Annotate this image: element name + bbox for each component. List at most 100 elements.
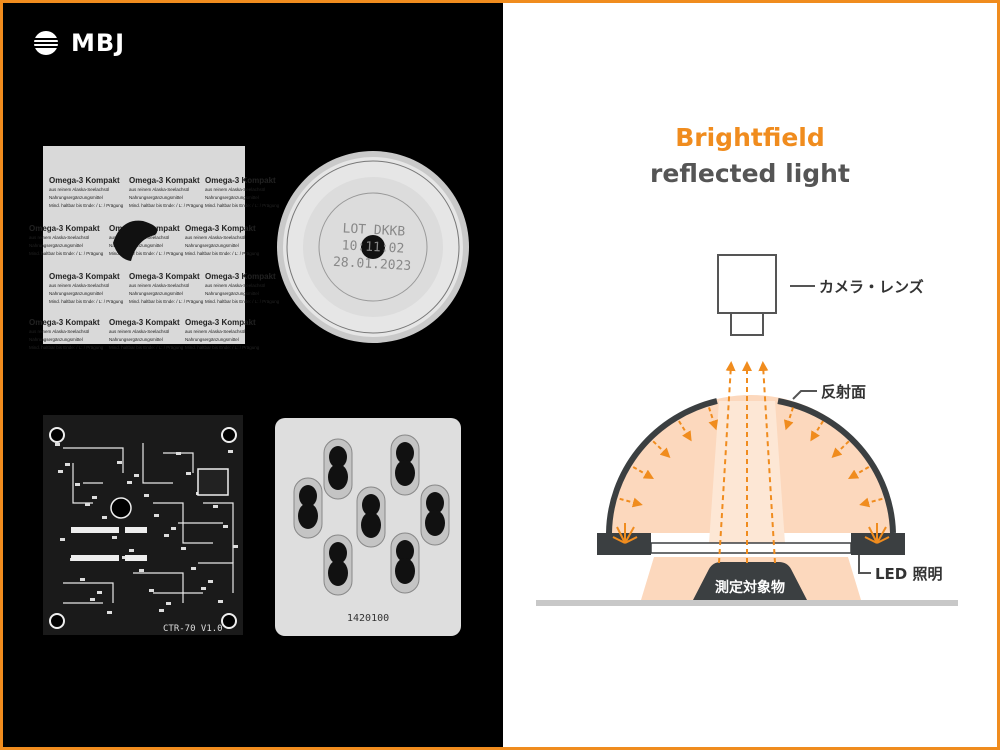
label-sheet-text: aus reinem Alaska-Seelachsöl: [205, 187, 265, 192]
dome-ray: [859, 497, 883, 508]
label-sheet-text: Omega-3 Kompakt: [185, 318, 256, 327]
label-sheet-text: Nahrungsergänzungsmittel: [29, 243, 83, 248]
pcb-pad: [65, 463, 70, 466]
label-sheet-text: Omega-3 Kompakt: [29, 224, 100, 233]
capsule: [395, 558, 415, 584]
label-sheet-text: Nahrungsergänzungsmittel: [129, 195, 183, 200]
capsule: [396, 540, 414, 562]
pcb-pad: [112, 536, 117, 539]
pcb-pad: [171, 527, 176, 530]
reflected-rays: [718, 361, 776, 564]
pcb-pad: [218, 600, 223, 603]
pcb-pad: [164, 534, 169, 537]
label-sheet-text: Omega-3 Kompakt: [185, 224, 256, 233]
can-lot-text: LOT DKKB: [342, 221, 405, 239]
capsule: [329, 542, 347, 564]
label-sheet-text: aus reinem Alaska-Seelachsöl: [29, 235, 89, 240]
led-block-right: [851, 533, 905, 555]
pcb-trace: [163, 452, 194, 473]
pcb-trace: [63, 582, 114, 603]
label-sheet-text: Omega-3 Kompakt: [49, 176, 120, 185]
dome-ray: [783, 407, 794, 431]
mbj-logo: MBJ: [33, 29, 125, 57]
pcb-trace: [198, 562, 234, 593]
label-sheet-text: aus reinem Alaska-Seelachsöl: [49, 283, 109, 288]
label-sheet-text: Omega-3 Kompakt: [29, 318, 100, 327]
pcb-pad: [228, 450, 233, 453]
dome-ray: [831, 440, 850, 458]
pcb-pad: [92, 496, 97, 499]
capsule: [298, 503, 318, 529]
label-sheet-text: Mind. haltbar bis Ende: / L: / Prägung: [29, 251, 104, 256]
measured-object: [693, 562, 807, 600]
photo-label-sheet: Omega-3 Kompakt aus reinem Alaska-Seelach…: [29, 146, 280, 350]
pcb-pad: [122, 556, 127, 559]
pcb-trace: [203, 502, 234, 563]
stage: [536, 600, 958, 606]
pcb-pad: [139, 569, 144, 572]
sample-photo-panel: MBJ Omega-3 Kompakt aus reinem Alaska-See…: [3, 3, 503, 747]
label-sheet-text: aus reinem Alaska-Seelachsöl: [185, 329, 245, 334]
pcb-pad: [117, 461, 122, 464]
led-label: LED 照明: [875, 565, 943, 583]
capsule: [395, 460, 415, 486]
pcb-pad: [233, 545, 238, 548]
pcb-pad: [166, 602, 171, 605]
pcb-pad: [208, 580, 213, 583]
label-sheet-text: Nahrungsergänzungsmittel: [49, 195, 103, 200]
label-sheet-text: Mind. haltbar bis Ende: / L: / Prägung: [109, 251, 184, 256]
camera-body: [717, 254, 777, 314]
pcb-pad: [134, 474, 139, 477]
dome-shell-right: [777, 398, 896, 534]
label-sheet-text: Mind. haltbar bis Ende: / L: / Prägung: [49, 203, 124, 208]
logo-text: MBJ: [71, 29, 126, 57]
camera-label: カメラ・レンズ: [819, 278, 924, 296]
label-sheet-text: aus reinem Alaska-Seelachsöl: [129, 283, 189, 288]
dome-ray: [652, 440, 671, 458]
capsule: [362, 494, 380, 516]
capsule: [361, 512, 381, 538]
label-sheet-text: Mind. haltbar bis Ende: / L: / Prägung: [185, 345, 260, 350]
label-sheet-text: Nahrungsergänzungsmittel: [185, 337, 239, 342]
label-sheet-text: Mind. haltbar bis Ende: / L: / Prägung: [205, 299, 280, 304]
reflector-leader-line: [792, 390, 817, 400]
label-sheet-text: aus reinem Alaska-Seelachsöl: [129, 187, 189, 192]
led-emission-right: [864, 523, 890, 544]
dome-ray: [847, 466, 870, 480]
pcb-pad: [90, 598, 95, 601]
can-time-text: 10:11:02: [341, 238, 404, 256]
label-sheet-text: Mind. haltbar bis Ende: / L: / Prägung: [129, 203, 204, 208]
photo-can-lid: LOT DKKB 10:11:02 28.01.2023: [277, 151, 469, 343]
pcb-pad: [85, 503, 90, 506]
pcb-pad: [149, 589, 154, 592]
pcb-pad: [97, 591, 102, 594]
label-sheet-text: aus reinem Alaska-Seelachsöl: [29, 329, 89, 334]
diffuser-plate: [650, 542, 852, 554]
led-leader-line: [858, 555, 871, 574]
capsule: [328, 464, 348, 490]
label-sheet-text: Mind. haltbar bis Ende: / L: / Prägung: [29, 345, 104, 350]
object-label: 測定対象物: [715, 579, 785, 596]
dome-ray: [619, 497, 643, 508]
pcb-pad: [176, 452, 181, 455]
dome-ray: [632, 466, 655, 480]
label-sheet-text: Mind. haltbar bis Ende: / L: / Prägung: [49, 299, 124, 304]
pcb-pad: [60, 538, 65, 541]
label-sheet-text: Mind. haltbar bis Ende: / L: / Prägung: [129, 299, 204, 304]
pcb-pad: [107, 611, 112, 614]
led-block-left: [597, 533, 651, 555]
dome-ray: [708, 407, 719, 431]
diagram-panel: Brightfield reflected light: [503, 3, 997, 747]
pcb-pad: [223, 525, 228, 528]
pcb-trace: [142, 443, 173, 484]
sample-photos: Omega-3 Kompakt aus reinem Alaska-Seelach…: [29, 146, 469, 636]
pcb-label: CTR-70 V1.0: [163, 624, 223, 634]
diagram-subtitle: reflected light: [650, 159, 850, 188]
pcb-pad: [55, 443, 60, 446]
label-sheet-text: Nahrungsergänzungsmittel: [205, 195, 259, 200]
label-sheet-text: aus reinem Alaska-Seelachsöl: [109, 329, 169, 334]
led-emission-left: [612, 523, 638, 544]
pcb-pad: [201, 587, 206, 590]
label-sheet-text: Omega-3 Kompakt: [205, 176, 276, 185]
